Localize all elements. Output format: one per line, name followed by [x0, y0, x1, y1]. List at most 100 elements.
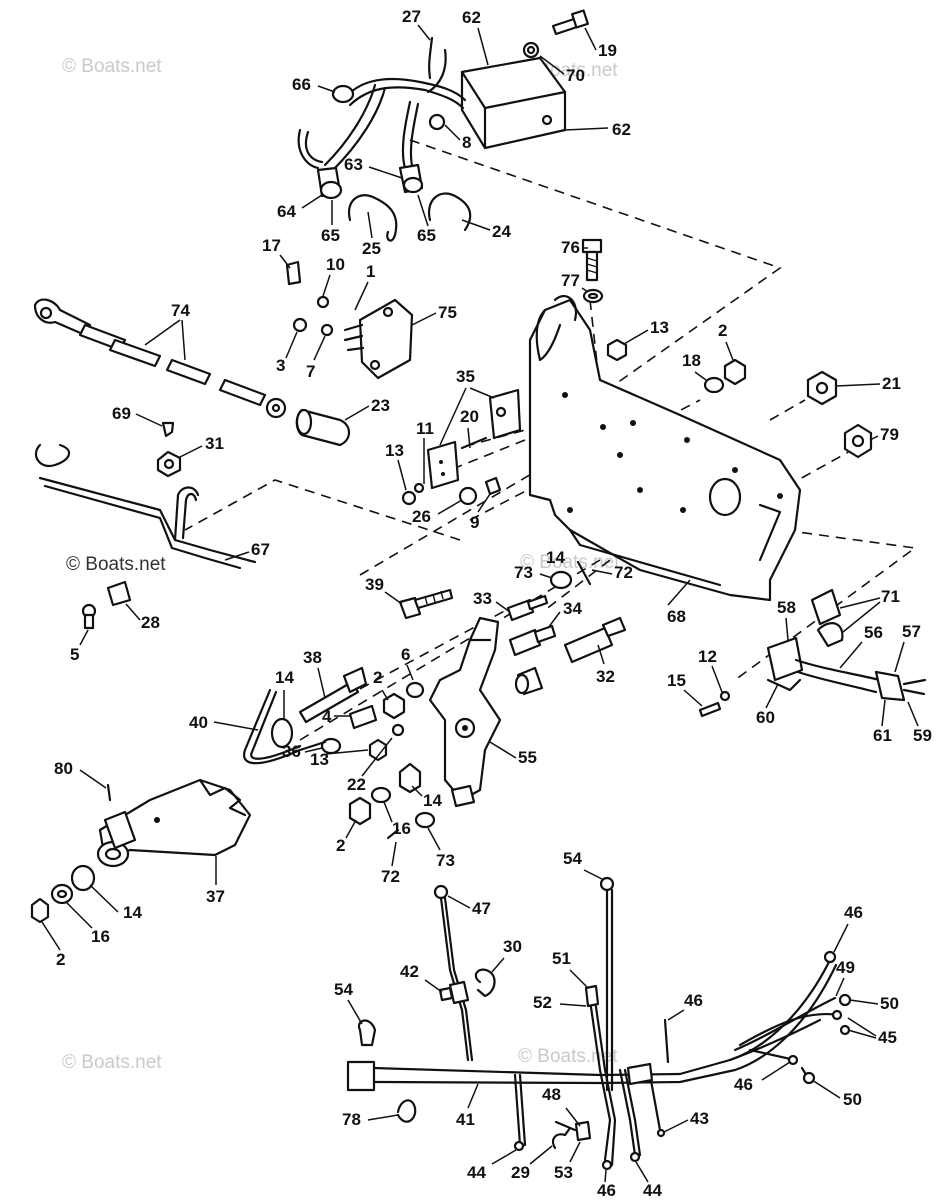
callout-13: 13 — [650, 318, 669, 337]
callout-27: 27 — [402, 7, 421, 26]
lever-55 — [428, 616, 502, 808]
nuts-right — [606, 338, 873, 459]
callout-6: 6 — [401, 645, 410, 664]
callout-77: 77 — [561, 271, 580, 290]
callout-51: 51 — [552, 949, 571, 968]
callout-66: 66 — [292, 75, 311, 94]
watermark: © Boats.net — [62, 56, 162, 77]
callout-53: 53 — [554, 1163, 573, 1182]
callout-57: 57 — [902, 622, 921, 641]
callout-54b: 54 — [334, 980, 353, 999]
callout-46b: 46 — [684, 991, 703, 1010]
callout-60: 60 — [756, 708, 775, 727]
callout-30: 30 — [503, 937, 522, 956]
studs — [506, 594, 627, 696]
callout-44b: 44 — [643, 1181, 662, 1200]
callout-21: 21 — [882, 374, 901, 393]
callout-72: 72 — [614, 563, 633, 582]
callout-48: 48 — [542, 1085, 561, 1104]
callout-55: 55 — [518, 748, 537, 767]
callout-19: 19 — [598, 41, 617, 60]
callout-79: 79 — [880, 425, 899, 444]
callout-46c: 46 — [734, 1075, 753, 1094]
callout-41: 41 — [456, 1110, 475, 1129]
callout-80: 80 — [54, 759, 73, 778]
harness-upper — [297, 36, 467, 200]
watermark: © Boats.net — [62, 1052, 162, 1073]
callout-39: 39 — [365, 575, 384, 594]
callout-12: 12 — [698, 647, 717, 666]
terminal-54-top — [599, 876, 615, 1092]
callout-45: 45 — [878, 1028, 897, 1047]
callout-13b: 13 — [385, 441, 404, 460]
boot-23 — [295, 408, 351, 447]
callout-22: 22 — [347, 775, 366, 794]
callout-36: 36 — [282, 742, 301, 761]
callout-1: 1 — [366, 262, 375, 281]
switch-75 — [285, 260, 414, 380]
watermark: © Boats.net — [520, 552, 620, 573]
callout-62b: 62 — [612, 120, 631, 139]
callout-49: 49 — [836, 958, 855, 977]
callout-58: 58 — [777, 598, 796, 617]
callout-14: 14 — [275, 668, 294, 687]
callout-3: 3 — [276, 356, 285, 375]
callout-62: 62 — [462, 8, 481, 27]
bracket-35 — [401, 388, 522, 506]
screw-69-nut-31 — [156, 421, 182, 478]
bolt-39 — [398, 588, 454, 620]
callout-56: 56 — [864, 623, 883, 642]
switch-58 — [698, 588, 927, 718]
callout-4: 4 — [322, 707, 332, 726]
callout-28: 28 — [141, 613, 160, 632]
callout-78: 78 — [342, 1110, 361, 1129]
callout-71: 71 — [881, 587, 900, 606]
pin-38-group — [270, 666, 436, 840]
hardware-bottom-left — [30, 864, 96, 924]
callout-70: 70 — [566, 66, 585, 85]
callout-65: 65 — [321, 226, 340, 245]
callout-2b: 2 — [373, 668, 382, 687]
callout-14c: 14 — [123, 903, 142, 922]
callout-2: 2 — [718, 321, 727, 340]
callout-54: 54 — [563, 849, 582, 868]
bracket-28 — [81, 580, 132, 630]
callout-74: 74 — [171, 301, 190, 320]
callouts: 27 62 19 70 66 62 8 63 64 65 25 65 24 76… — [41, 7, 932, 1200]
clip-29 — [551, 1120, 577, 1150]
callout-59: 59 — [913, 726, 932, 745]
callout-20: 20 — [460, 407, 479, 426]
rod-67 — [34, 443, 257, 570]
callout-16b: 16 — [392, 819, 411, 838]
callout-68: 68 — [667, 607, 686, 626]
callout-7: 7 — [306, 362, 315, 381]
main-harness-41 — [346, 950, 852, 1171]
power-pack — [460, 56, 567, 150]
callout-33: 33 — [473, 589, 492, 608]
callout-61: 61 — [873, 726, 892, 745]
callout-76: 76 — [561, 238, 580, 257]
wire-clips — [347, 192, 472, 242]
callout-52: 52 — [533, 993, 552, 1012]
watermarks: © Boats.net © Boats.net © Boats.net © Bo… — [62, 56, 620, 1073]
callout-64: 64 — [277, 202, 296, 221]
callout-38: 38 — [303, 648, 322, 667]
callout-17: 17 — [262, 236, 281, 255]
callout-32: 32 — [596, 667, 615, 686]
tie-strap-78 — [396, 1099, 417, 1123]
callout-13c: 13 — [310, 750, 329, 769]
callout-47: 47 — [472, 899, 491, 918]
callout-75: 75 — [438, 303, 457, 322]
callout-2d: 2 — [336, 836, 345, 855]
callout-5: 5 — [70, 645, 79, 664]
callout-63: 63 — [344, 155, 363, 174]
sensor-lead-47 — [433, 884, 474, 1062]
callout-24: 24 — [492, 222, 511, 241]
spring-40 — [243, 688, 327, 765]
bracket-68 — [528, 295, 802, 602]
callout-25: 25 — [362, 239, 381, 258]
callout-67: 67 — [251, 540, 270, 559]
callout-65b: 65 — [417, 226, 436, 245]
callout-14b: 14 — [423, 791, 442, 810]
